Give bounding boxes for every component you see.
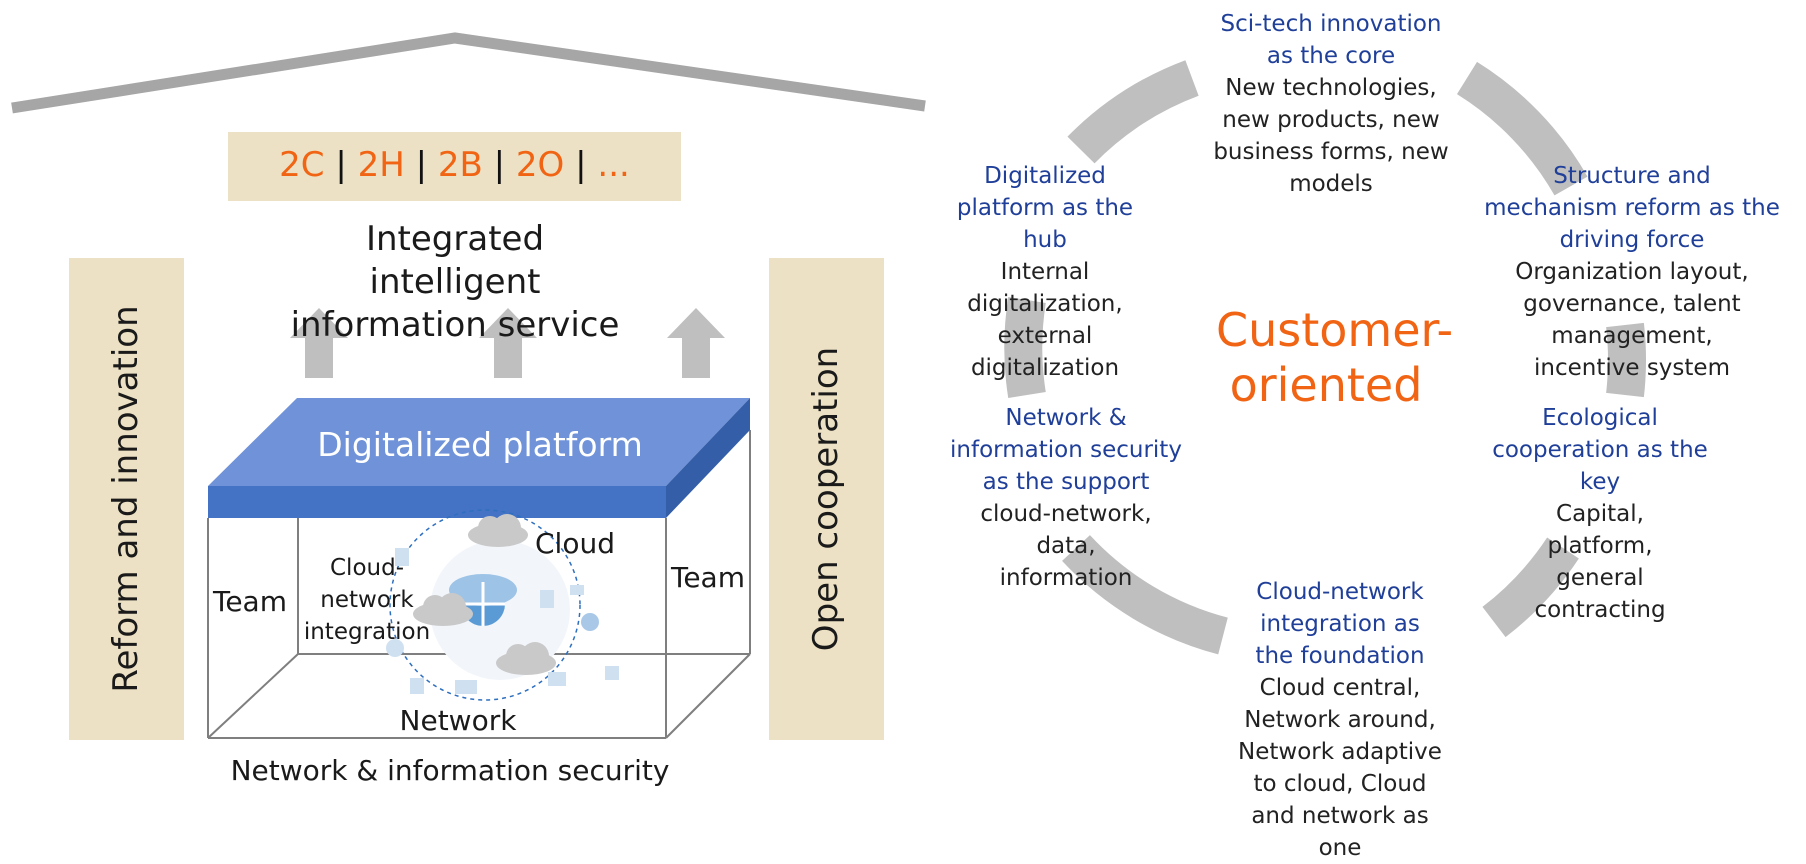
wheel-item-title: Sci-tech innovation as the core [1220,11,1442,69]
wheel-item-network-security: Network & information security as the su… [938,402,1194,594]
wheel-item-title: Ecological cooperation as the key [1492,405,1708,495]
cycle-arrows [1004,60,1646,655]
network-box [207,430,751,739]
cloud-icon [413,593,473,626]
left-pillar-label: Reform and innovation [106,305,146,693]
wheel-item-sci-tech: Sci-tech innovation as the core New tech… [1196,8,1466,200]
cloud-label: Cloud [535,527,615,560]
cloud-network-label: Cloud-network integration [303,555,431,645]
up-arrow-icon [290,308,348,378]
wheel-item-structure-reform: Structure and mechanism reform as the dr… [1458,160,1806,384]
roof [11,32,926,114]
wheel-item-digitalized-platform: Digitalized platform as the hub Internal… [925,160,1165,384]
channel-bar [228,132,681,201]
service-title: Integrated intelligent information servi… [290,219,620,345]
diagram-canvas [11,32,1646,740]
channel-list: 2C | 2H | 2B | 2O | ... [279,145,630,185]
network-label: Network [399,704,517,737]
wheel-item-body: Organization layout, governance, talent … [1515,259,1749,381]
wheel-item-body: Capital, platform, general contracting [1534,501,1666,623]
customer-oriented-center: Customer-oriented [1216,303,1454,412]
channel-2h: 2H [357,145,405,185]
left-pillar [69,258,184,740]
channel-more: ... [597,145,630,185]
platform-top [208,398,750,486]
channel-2o: 2O [515,145,565,185]
wheel-item-body: Cloud central, Network around, Network a… [1238,675,1442,861]
wheel-item-title: Cloud-network integration as the foundat… [1255,579,1425,669]
platform-front [208,486,666,518]
wheel-item-title: Digitalized platform as the hub [956,163,1134,253]
wheel-item-cloud-network: Cloud-network integration as the foundat… [1222,576,1458,864]
wheel-item-body: New technologies, new products, new busi… [1213,75,1449,197]
up-arrow-icon [479,308,537,378]
channel-2b: 2B [437,145,483,185]
team-right-label: Team [670,561,745,594]
up-arrow-icon [667,308,725,378]
platform-side [666,398,750,518]
team-left-label: Team [212,585,287,618]
right-pillar [769,258,884,740]
cloud-icon [496,642,556,675]
channel-2c: 2C [279,145,325,185]
wheel-item-body: cloud-network, data, information [980,501,1152,591]
right-pillar-label: Open cooperation [806,346,846,652]
wheel-item-ecological: Ecological cooperation as the key Capita… [1470,402,1730,626]
security-label: Network & information security [230,754,670,787]
wheel-item-title: Network & information security as the su… [950,405,1182,495]
platform-label: Digitalized platform [317,425,643,464]
wheel-item-title: Structure and mechanism reform as the dr… [1484,163,1780,253]
wheel-item-body: Internal digitalization, external digita… [967,259,1123,381]
cloud-icon [468,514,528,547]
